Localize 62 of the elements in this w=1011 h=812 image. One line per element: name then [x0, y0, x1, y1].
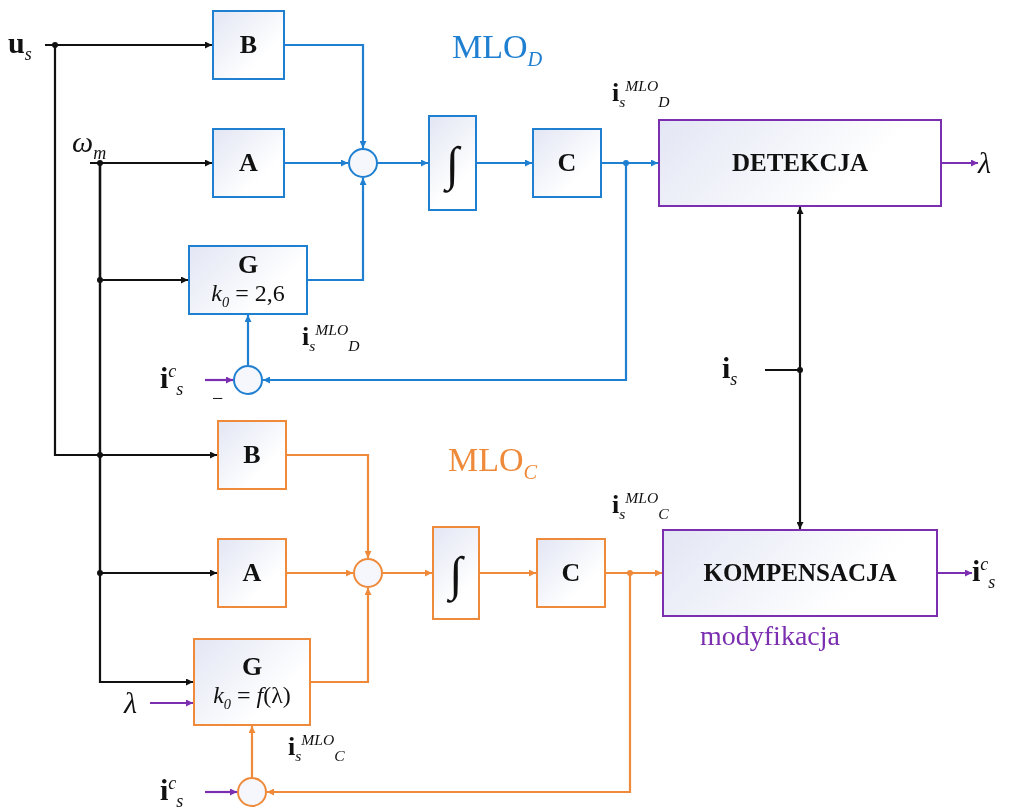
- block-label: G: [241, 651, 263, 682]
- arrow: [383, 569, 432, 577]
- transfer-block: [217, 420, 287, 490]
- block-label: C: [557, 148, 577, 178]
- observer-title: MLO$_{D}$: [452, 30, 543, 70]
- minus-sign: −: [212, 388, 224, 408]
- summing-junction: [348, 148, 378, 178]
- transfer-block: [432, 526, 480, 620]
- block-label: ∫: [445, 135, 460, 191]
- signal-label: i$_{s}$: [722, 350, 765, 390]
- arrow: [765, 368, 804, 529]
- signal-label: ω$_{m}$: [72, 126, 112, 163]
- arrow: [287, 453, 372, 558]
- signal-label: λ: [124, 688, 150, 718]
- signal-label: λ: [978, 148, 1002, 178]
- arrow: [205, 376, 233, 384]
- transfer-block: [532, 128, 602, 198]
- transfer-block: [188, 245, 308, 315]
- function-block: [658, 119, 942, 207]
- arrow: [477, 159, 532, 167]
- arrow: [311, 588, 372, 684]
- block-label: B: [239, 30, 258, 60]
- arrow: [287, 569, 353, 577]
- summing-junction: [237, 777, 267, 807]
- arrow: [150, 699, 193, 707]
- transfer-block: [212, 10, 285, 80]
- block-label: KOMPENSACJA: [703, 559, 897, 587]
- arrow: [285, 159, 348, 167]
- arrow: [88, 159, 212, 167]
- transfer-block: [217, 538, 287, 608]
- block-label: C: [561, 558, 581, 588]
- block-label: A: [239, 148, 258, 178]
- block-parameter: k$_{0}$ = f(λ): [213, 681, 291, 713]
- summing-junction: [233, 365, 263, 395]
- observer-title: MLO$_{C}$: [448, 443, 538, 483]
- summing-junction: [353, 558, 383, 588]
- arrow: [378, 159, 428, 167]
- function-block: [662, 529, 938, 617]
- transfer-block: [536, 538, 606, 608]
- arrow: [285, 43, 367, 148]
- arrow: [938, 569, 972, 577]
- block-label: ∫: [449, 545, 463, 601]
- arrow: [45, 43, 217, 459]
- arrow: [92, 161, 193, 686]
- transfer-block: [428, 115, 477, 211]
- arrow: [942, 159, 978, 167]
- arrow: [480, 569, 536, 577]
- arrow: [263, 161, 628, 384]
- signal-label: u$_{s}$: [8, 25, 45, 65]
- block-parameter: k$_{0}$ = 2,6: [211, 279, 285, 311]
- arrow: [267, 571, 632, 796]
- block-caption: modyfikacja: [700, 622, 840, 650]
- block-label: G: [237, 249, 259, 280]
- arrow: [308, 178, 367, 282]
- block-label: A: [242, 558, 262, 588]
- arrow: [244, 315, 252, 365]
- transfer-block: [193, 638, 311, 726]
- transfer-block: [212, 128, 285, 198]
- arrow: [248, 726, 256, 777]
- arrow: [205, 788, 237, 796]
- block-label: B: [243, 440, 261, 470]
- block-label: DETEKCJA: [731, 149, 869, 177]
